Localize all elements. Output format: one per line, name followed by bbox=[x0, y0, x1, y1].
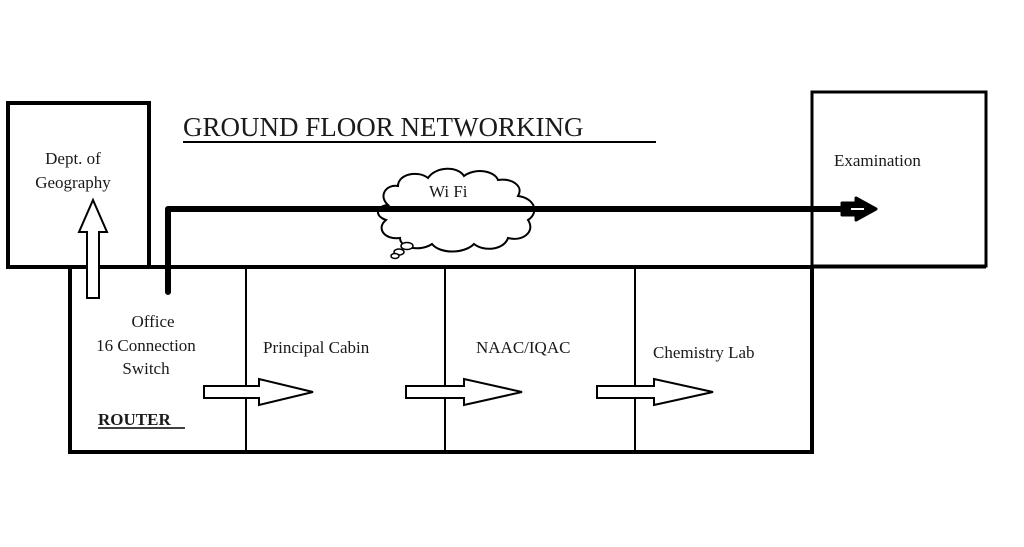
principal-label: Principal Cabin bbox=[263, 338, 370, 357]
office-label-line3: Switch bbox=[122, 359, 170, 378]
room-office: Office 16 Connection Switch bbox=[96, 312, 196, 378]
arrow-office-to-principal bbox=[203, 377, 314, 407]
arrow-office-to-geography bbox=[77, 197, 109, 299]
ground-floor-block bbox=[68, 265, 814, 454]
naac-label: NAAC/IQAC bbox=[476, 338, 570, 357]
wifi-cloud: Wi Fi bbox=[377, 167, 536, 260]
arrow-naac-to-chemistry bbox=[596, 377, 714, 407]
wired-link-office-to-examination bbox=[165, 206, 853, 295]
geography-label-line1: Dept. of bbox=[45, 149, 101, 168]
arrow-principal-to-naac bbox=[405, 377, 523, 407]
router-label: ROUTER bbox=[98, 410, 171, 429]
office-label-line2: 16 Connection bbox=[96, 336, 196, 355]
cloud-tail-bubble-3 bbox=[390, 252, 400, 260]
room-examination bbox=[810, 90, 988, 268]
diagram-title: GROUND FLOOR NETWORKING bbox=[183, 112, 583, 142]
geography-label-line2: Geography bbox=[35, 173, 111, 192]
examination-label: Examination bbox=[834, 151, 921, 170]
chemistry-label: Chemistry Lab bbox=[653, 343, 755, 362]
wifi-label: Wi Fi bbox=[429, 182, 468, 201]
office-label-line1: Office bbox=[131, 312, 174, 331]
cloud-tail-bubble-1 bbox=[400, 241, 414, 251]
